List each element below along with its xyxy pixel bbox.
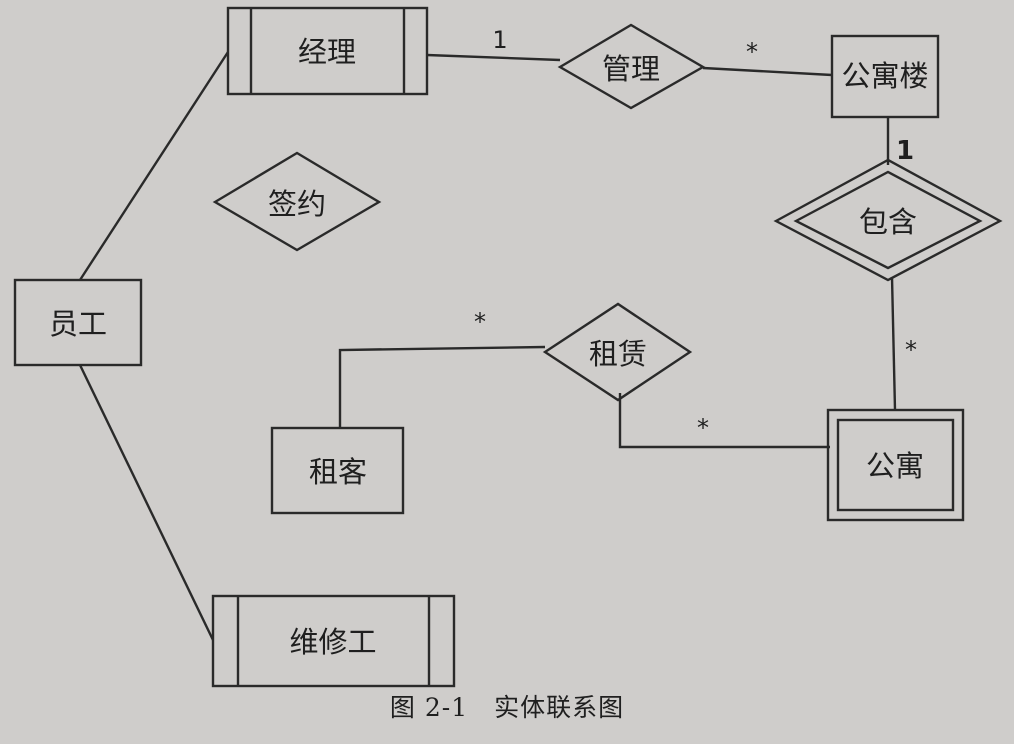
relationship-sign: 签约 [212, 151, 382, 252]
entity-building-label: 公寓楼 [841, 59, 928, 93]
relationship-lease-label: 租赁 [589, 337, 647, 371]
line-contain-apartment [890, 276, 897, 411]
line-manage-building [702, 66, 833, 77]
line-employee-repairman [78, 364, 215, 641]
relationship-lease: 租赁 [542, 302, 693, 402]
cardinality-tenant-lease: * [474, 308, 486, 336]
entity-manager: 经理 [226, 6, 429, 96]
entity-building: 公寓楼 [830, 34, 940, 119]
line-employee-manager [78, 51, 230, 281]
line-manager-manage [426, 53, 561, 62]
cardinality-manager-manage: 1 [492, 26, 507, 54]
cardinality-manage-building: * [746, 38, 758, 66]
relationship-manage-label: 管理 [602, 52, 660, 86]
relationship-manage: 管理 [557, 23, 706, 110]
entity-repairman-label: 维修工 [289, 625, 376, 659]
entity-tenant-label: 租客 [309, 455, 367, 489]
entity-employee-label: 员工 [49, 307, 107, 341]
entity-manager-label: 经理 [298, 35, 356, 69]
line-lease-tenant [338, 345, 546, 428]
entity-apartment-label: 公寓 [866, 449, 924, 483]
cardinality-contain-apartment: * [905, 336, 917, 364]
relationship-sign-label: 签约 [268, 187, 326, 221]
figure-caption: 图 2-1 实体联系图 [389, 693, 625, 722]
relationship-contain: 包含 [773, 158, 1003, 282]
entity-tenant: 租客 [270, 426, 405, 515]
entity-apartment: 公寓 [826, 408, 965, 522]
entity-employee: 员工 [13, 278, 143, 367]
line-lease-apartment [618, 393, 830, 449]
cardinality-building-contain: 1 [896, 136, 914, 166]
cardinality-lease-apartment: * [697, 414, 709, 442]
entity-repairman: 维修工 [211, 594, 456, 688]
relationship-contain-label: 包含 [859, 205, 917, 239]
